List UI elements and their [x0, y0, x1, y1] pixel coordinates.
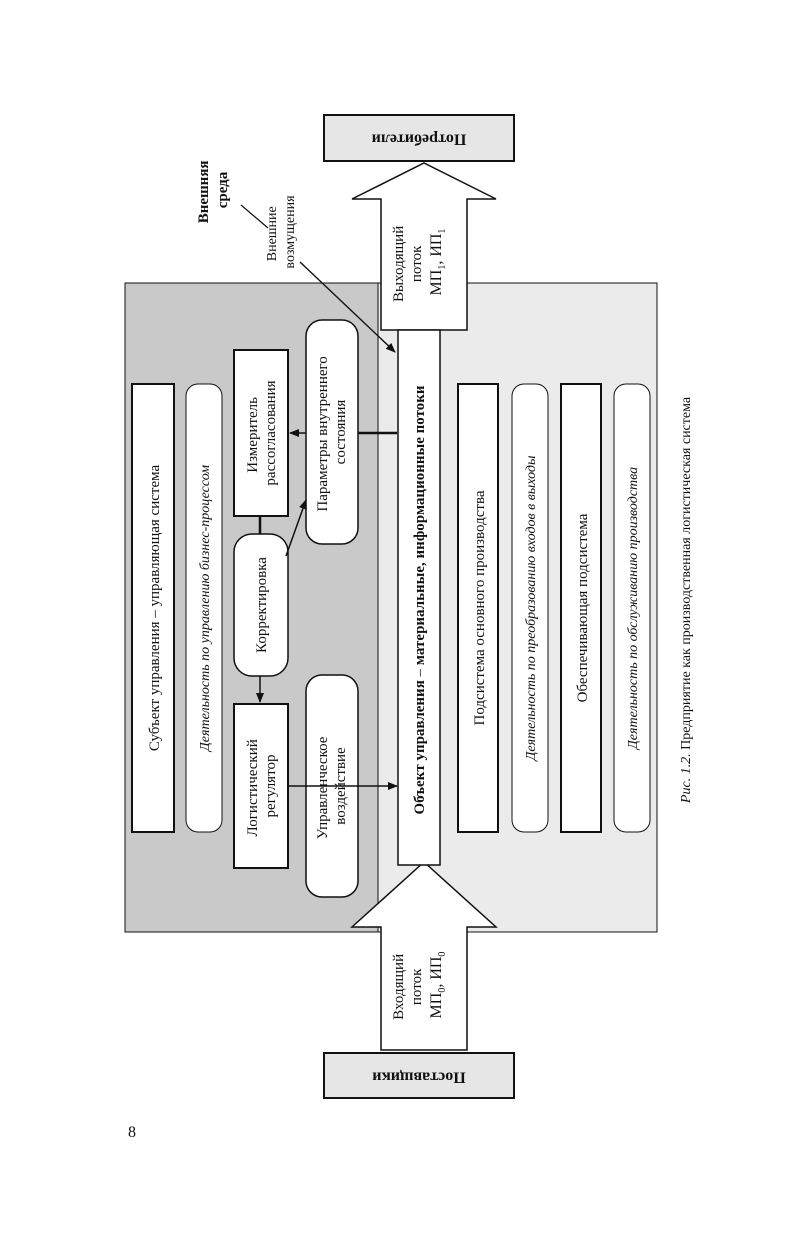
control-activity-label: Деятельность по управлению бизнес-процес…	[198, 465, 213, 753]
main-production-box	[457, 383, 499, 833]
control-activity-box	[185, 383, 223, 833]
transform-activity-box	[511, 383, 549, 833]
consumers-label: Потребители	[372, 130, 467, 147]
main-flow-arrow	[350, 860, 498, 1051]
service-activity-label: Деятельность по обслуживанию производств…	[626, 467, 641, 751]
consumers-box	[323, 114, 515, 162]
internal-params-label: Параметры внутреннего состояния	[315, 352, 349, 511]
page-number: 8	[128, 1124, 136, 1141]
logistic-regulator-box	[233, 703, 289, 869]
control-object-label: Объект управления – материальные, информ…	[412, 385, 428, 814]
external-environment-label: Внешняя среда	[196, 157, 231, 224]
transform-activity-label: Деятельность по преобразованию входов в …	[524, 456, 539, 763]
main-flow-arrow-out	[351, 162, 497, 331]
external-environment-pointer	[240, 204, 269, 229]
correction-to-params-arrow	[285, 499, 307, 557]
figure-caption: Рис. 1.2. Предприятие как производственн…	[679, 396, 694, 804]
support-subsystem-label: Обеспечивающая подсистема	[575, 513, 591, 702]
internal-params-box	[305, 319, 359, 545]
suppliers-label: Поставщики	[372, 1068, 465, 1085]
suppliers-box	[323, 1052, 515, 1099]
service-activity-box	[613, 383, 651, 833]
control-subject-box	[131, 383, 175, 833]
mismatch-meter-box	[233, 349, 289, 517]
support-subsystem-box	[560, 383, 602, 833]
mismatch-meter-label: Измеритель рассогласования	[245, 380, 279, 485]
external-disturbances-label: Внешние возмущения	[265, 195, 298, 269]
disturbances-arrow	[299, 261, 396, 353]
main-production-label: Подсистема основного производства	[472, 490, 488, 725]
input-flow-label: Входящий поток МП0, ИП0	[391, 950, 448, 1020]
output-flow-label: Выходящий поток МП1, ИП1	[391, 222, 448, 302]
logistic-regulator-label: Логистический регулятор	[245, 735, 279, 836]
control-object-bar	[397, 329, 441, 866]
control-subject-label: Субъект управления – управляющая система	[147, 465, 163, 752]
correction-label: Корректировка	[254, 557, 270, 653]
